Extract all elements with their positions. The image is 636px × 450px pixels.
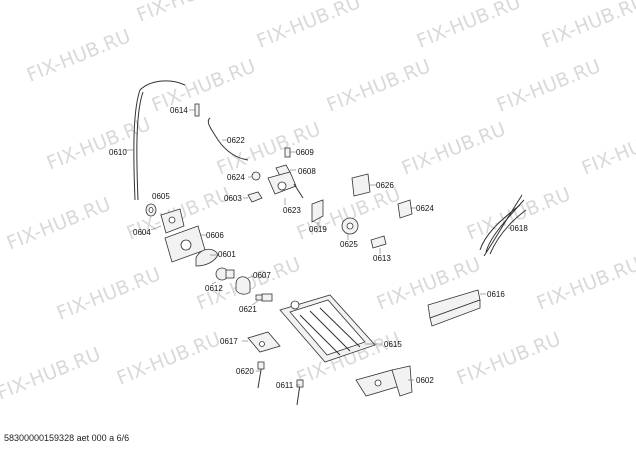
label-0610: 0610 (109, 148, 127, 157)
part-0623-valve (267, 171, 304, 205)
watermark: FIX-HUB.RU (54, 263, 164, 325)
label-0619: 0619 (309, 225, 327, 234)
label-0626: 0626 (376, 181, 394, 190)
label-0602: 0602 (416, 376, 434, 385)
part-0601-cover (195, 248, 219, 267)
label-0613: 0613 (373, 254, 391, 263)
part-0611-electrode (296, 379, 304, 406)
label-0601: 0601 (218, 250, 236, 259)
watermark: FIX-HUB.RU (464, 183, 574, 245)
part-0618-cable-bundle (479, 194, 527, 257)
watermark: FIX-HUB.RU (324, 55, 434, 117)
part-0607-bell (235, 275, 254, 295)
watermark: FIX-HUB.RU (414, 0, 524, 53)
label-0621: 0621 (239, 305, 257, 314)
label-0618: 0618 (510, 224, 528, 233)
part-0603-clip (243, 191, 263, 203)
label-0622: 0622 (227, 136, 245, 145)
watermark: FIX-HUB.RU (254, 0, 364, 53)
part-0621-bolt (251, 293, 273, 306)
footer-document-code: 58300000159328 aet 000 a 6/6 (4, 433, 130, 443)
part-0624-block (397, 199, 416, 219)
part-0625-disk (341, 217, 359, 240)
part-0615-burner-tray (279, 294, 382, 363)
part-0609-screw (284, 147, 296, 158)
label-0624-right: 0624 (416, 204, 434, 213)
part-0617-bracket (242, 331, 281, 353)
label-0609: 0609 (296, 148, 314, 157)
watermark: FIX-HUB.RU (24, 25, 134, 87)
part-0612-knob (211, 267, 235, 285)
watermark: FIX-HUB.RU (4, 193, 114, 255)
label-0625: 0625 (340, 240, 358, 249)
part-0616-cover-plate (427, 289, 486, 327)
watermark: FIX-HUB.RU (494, 55, 604, 117)
label-0617: 0617 (220, 337, 238, 346)
watermark: FIX-HUB.RU (149, 55, 259, 117)
part-labels: 0614 0610 0622 0609 0608 0624 0603 0623 … (109, 106, 528, 390)
part-0614-bolt (189, 103, 200, 117)
label-0604: 0604 (133, 228, 151, 237)
part-0613-cylinder (370, 235, 387, 254)
watermark: FIX-HUB.RU (134, 0, 244, 27)
label-0611: 0611 (276, 381, 294, 390)
part-0610-tube (125, 80, 186, 201)
part-0604-plate (150, 208, 185, 234)
part-0605-washer (145, 203, 157, 217)
label-0603: 0603 (224, 194, 242, 203)
part-0619-plate (311, 199, 324, 226)
part-0602-bracket (355, 365, 414, 397)
part-0626-block (351, 173, 376, 197)
label-0605: 0605 (152, 192, 170, 201)
part-0624-nut (248, 171, 261, 181)
label-0607: 0607 (253, 271, 271, 280)
watermark: FIX-HUB.RU (114, 328, 224, 390)
watermark: FIX-HUB.RU (454, 328, 564, 390)
label-0616: 0616 (487, 290, 505, 299)
watermark: FIX-HUB.RU (534, 253, 636, 315)
watermark: FIX-HUB.RU (399, 118, 509, 180)
label-0624: 0624 (227, 173, 245, 182)
watermark: FIX-HUB.RU (0, 343, 104, 405)
label-0615: 0615 (384, 340, 402, 349)
label-0614: 0614 (170, 106, 188, 115)
part-0622-bent-tube (207, 117, 249, 161)
watermark: FIX-HUB.RU (294, 183, 404, 245)
label-0608: 0608 (298, 167, 316, 176)
label-0606: 0606 (206, 231, 224, 240)
watermark: FIX-HUB.RU (579, 118, 636, 180)
watermark: FIX-HUB.RU (539, 0, 636, 53)
label-0623: 0623 (283, 206, 301, 215)
label-0620: 0620 (236, 367, 254, 376)
part-0620-thermocouple (256, 361, 265, 389)
label-0612: 0612 (205, 284, 223, 293)
